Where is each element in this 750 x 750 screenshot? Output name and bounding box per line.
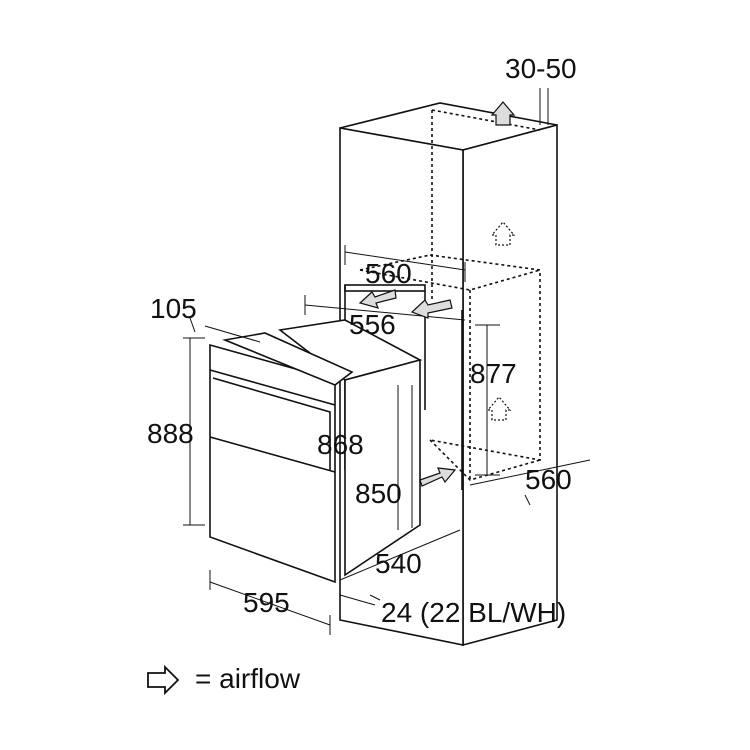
- dim-oven-top-depth: 105: [150, 293, 197, 324]
- airflow-arrow-icon: [486, 396, 512, 421]
- airflow-arrow-icon: [490, 221, 516, 246]
- dim-oven-side-height: 850: [355, 478, 402, 509]
- dim-oven-body-height: 868: [317, 429, 364, 460]
- dim-top-gap: 30-50: [505, 53, 577, 84]
- legend-label: = airflow: [195, 663, 301, 694]
- legend: = airflow: [147, 663, 301, 696]
- airflow-legend-icon: [147, 664, 180, 696]
- dim-niche-width-inner: 556: [349, 309, 396, 340]
- airflow-arrow-icon: [410, 299, 453, 319]
- dim-oven-width: 595: [243, 587, 290, 618]
- airflow-arrow-icon: [490, 101, 516, 126]
- dim-niche-height: 877: [470, 358, 517, 389]
- oven: [209, 319, 423, 584]
- dim-niche-width-top: 560: [365, 258, 412, 289]
- dim-front-gap: 24 (22 BL/WH): [381, 597, 566, 628]
- airflow-arrow-icon: [358, 289, 397, 309]
- dimension-lines: [183, 88, 591, 635]
- dim-niche-depth: 560: [525, 464, 572, 495]
- airflow-arrow-icon: [419, 467, 457, 487]
- dim-oven-height: 888: [147, 418, 194, 449]
- dim-oven-depth: 540: [375, 548, 422, 579]
- airflow-arrows: [358, 101, 516, 487]
